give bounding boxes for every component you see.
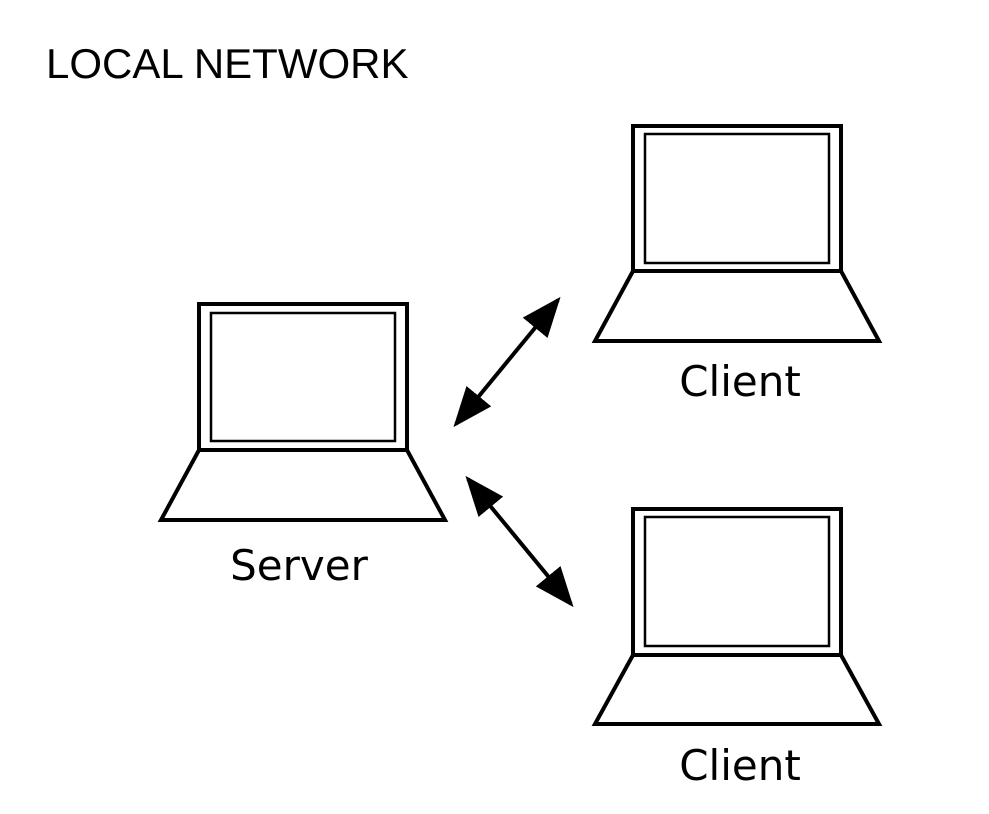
laptop-icon	[591, 124, 883, 343]
client-node-bottom: Client	[591, 507, 883, 790]
laptop-icon	[157, 302, 449, 522]
link-arrow-server-client-bottom	[465, 475, 574, 608]
laptop-display	[643, 132, 831, 265]
server-node: Server	[157, 302, 449, 590]
laptop-display	[643, 515, 831, 648]
laptop-icon	[591, 507, 883, 726]
client-label-top: Client	[679, 357, 801, 406]
laptop-base	[157, 448, 449, 522]
client-node-top: Client	[591, 124, 883, 406]
laptop-display	[209, 311, 397, 443]
diagram-title: LOCAL NETWORK	[46, 40, 409, 87]
server-label: Server	[230, 541, 368, 590]
laptop-base	[591, 653, 883, 726]
laptop-base	[591, 269, 883, 343]
client-label-bottom: Client	[679, 741, 801, 790]
link-arrow-server-client-top	[453, 296, 561, 428]
